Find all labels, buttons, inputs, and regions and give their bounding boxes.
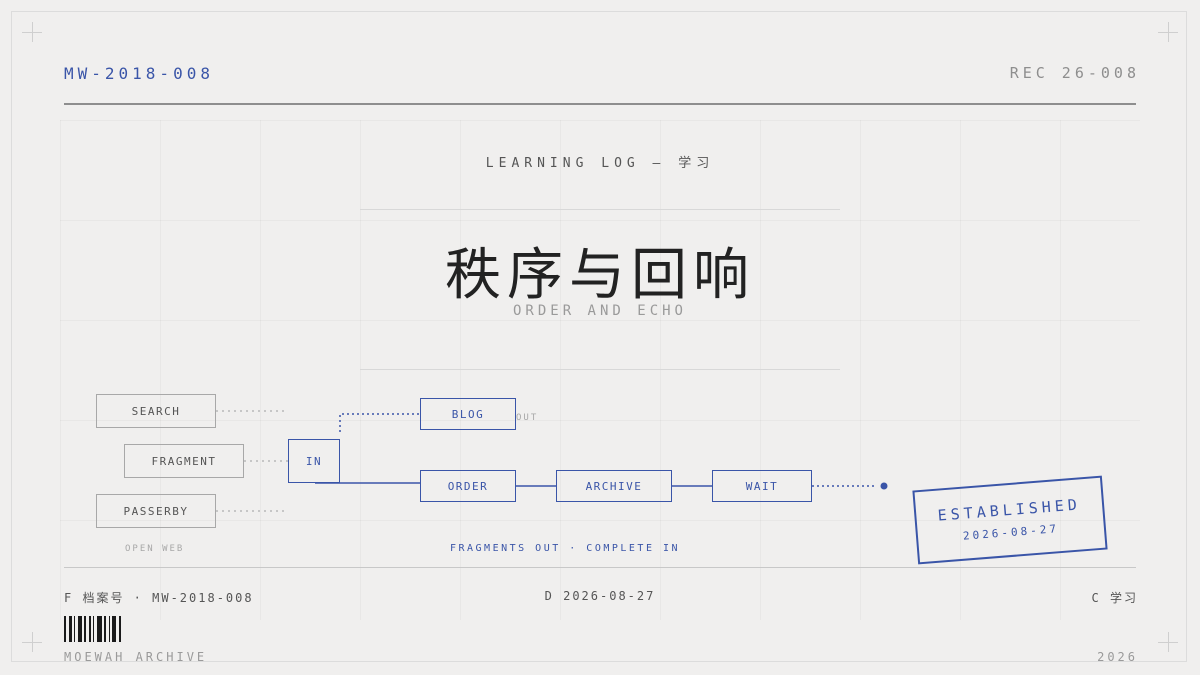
node-in: IN: [288, 439, 340, 483]
corner-crosshair-icon: [22, 22, 42, 42]
background-grid: [60, 120, 1140, 620]
connector-blog: [339, 413, 420, 432]
diagram-tagline: FRAGMENTS OUT · COMPLETE IN: [449, 543, 681, 554]
endpoint-dot: [880, 482, 888, 490]
inputs-caption: OPEN WEB: [125, 544, 185, 554]
node-blog: BLOG: [420, 398, 516, 430]
node-archive: ARCHIVE: [556, 470, 672, 502]
record-number: REC 26-008: [1009, 64, 1140, 82]
node-order: ORDER: [420, 470, 516, 502]
node-wait: WAIT: [712, 470, 812, 502]
corner-crosshair-icon: [22, 632, 42, 652]
title-rule-top: [360, 209, 840, 210]
corner-crosshair-icon: [1158, 22, 1178, 42]
title-rule-bottom: [360, 369, 840, 370]
page-frame: [11, 11, 1187, 662]
meta-file-number: F 档案号 · MW-2018-008: [64, 591, 254, 605]
footer-year: 2026: [1097, 650, 1138, 664]
footer-archive-name: MOEWAH ARCHIVE: [64, 650, 208, 664]
header-divider: [64, 103, 1136, 105]
footer-divider: [64, 567, 1136, 568]
node-passerby: PASSERBY: [96, 494, 216, 528]
document-code: MW-2018-008: [64, 64, 214, 83]
node-fragment: FRAGMENT: [124, 444, 244, 478]
blog-out-note: OUT: [516, 413, 539, 423]
page-subtitle: ORDER AND ECHO: [512, 303, 687, 319]
meta-category: C 学习: [1091, 591, 1138, 605]
page-title: 秩序与回响: [445, 243, 755, 308]
kicker-label: LEARNING LOG — 学习: [485, 156, 715, 171]
node-search: SEARCH: [96, 394, 216, 428]
meta-date: D 2026-08-27: [544, 589, 656, 603]
barcode-icon: [64, 616, 121, 642]
corner-crosshair-icon: [1158, 632, 1178, 652]
established-stamp: ESTABLISHED 2026-08-27: [912, 475, 1108, 565]
